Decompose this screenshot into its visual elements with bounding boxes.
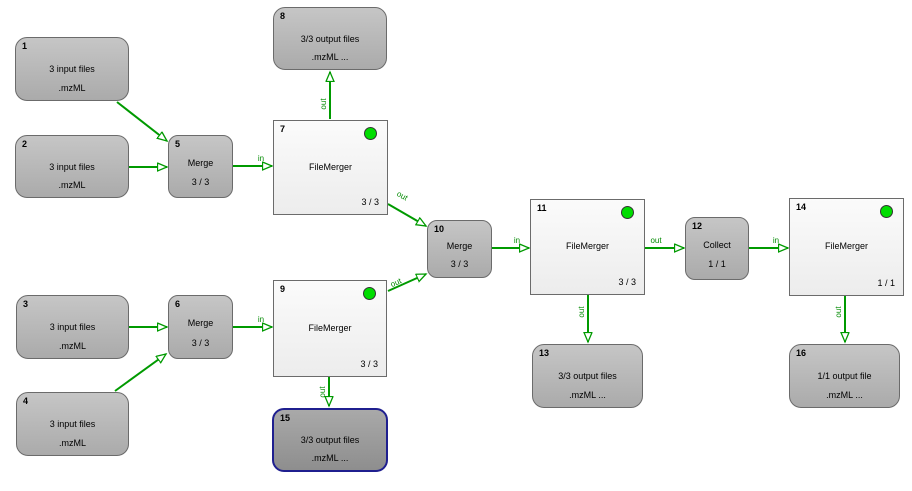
output-files-node-15[interactable]: 15 3/3 output files .mzML ... (272, 408, 388, 472)
node-title: 3 input files (49, 419, 96, 430)
edge-label-7-8: out (319, 98, 328, 110)
node-number: 2 (22, 139, 28, 149)
node-title: FileMerger (308, 161, 352, 172)
node-subtitle: 3 / 3 (191, 338, 210, 349)
node-title: Merge (446, 241, 473, 252)
node-number: 7 (280, 124, 286, 134)
node-subtitle: .mzML ... (826, 389, 863, 400)
node-title: FileMerger (824, 241, 868, 252)
node-subtitle: .mzML ... (311, 453, 349, 464)
node-number: 6 (175, 299, 181, 309)
node-title: FileMerger (565, 241, 609, 252)
progress-count: 3 / 3 (360, 359, 378, 369)
node-subtitle: 3 / 3 (191, 177, 210, 188)
node-title: 3/3 output files (558, 371, 617, 382)
edge-label-7-10: out (395, 189, 410, 203)
input-files-node-3[interactable]: 3 3 input files .mzML (16, 295, 129, 359)
node-number: 10 (434, 224, 445, 234)
node-number: 3 (23, 299, 29, 309)
edge-1-5[interactable] (116, 101, 167, 141)
node-number: 8 (280, 11, 286, 21)
node-title: Collect (703, 239, 731, 250)
edge-9-10[interactable] (387, 273, 426, 292)
node-number: 14 (796, 202, 807, 212)
progress-count: 3 / 3 (361, 197, 379, 207)
edge-label-12-14: in (773, 236, 779, 245)
edge-label-9-15: out (318, 386, 327, 398)
edge-label-9-10: out (389, 276, 404, 289)
node-number: 13 (539, 348, 550, 358)
edge-label-6-9: in (258, 315, 264, 324)
node-number: 4 (23, 396, 29, 406)
node-subtitle: .mzML ... (569, 389, 606, 400)
output-files-node-8[interactable]: 8 3/3 output files .mzML ... (273, 7, 387, 70)
node-title: 3 input files (49, 322, 96, 333)
node-title: 3/3 output files (300, 435, 360, 446)
input-files-node-4[interactable]: 4 3 input files .mzML (16, 392, 129, 456)
node-subtitle: .mzML (59, 340, 86, 351)
node-subtitle: .mzML ... (311, 51, 349, 62)
node-number: 9 (280, 284, 286, 294)
status-finished-icon (364, 127, 377, 140)
edge-label-5-7: in (258, 154, 264, 163)
output-files-node-13[interactable]: 13 3/3 output files .mzML ... (532, 344, 643, 408)
edge-4-6[interactable] (114, 354, 166, 392)
node-subtitle: .mzML (58, 82, 86, 93)
node-title: Merge (187, 157, 214, 168)
node-number: 15 (280, 413, 291, 423)
progress-count: 1 / 1 (877, 278, 895, 288)
output-files-node-16[interactable]: 16 1/1 output file .mzML ... (789, 344, 900, 408)
node-subtitle: 1 / 1 (708, 259, 726, 270)
status-finished-icon (621, 206, 634, 219)
edge-label-14-16: out (834, 306, 843, 318)
node-subtitle: .mzML (58, 179, 86, 190)
progress-count: 3 / 3 (618, 277, 636, 287)
node-number: 1 (22, 41, 28, 51)
edge-label-10-11: in (514, 236, 520, 245)
status-finished-icon (880, 205, 893, 218)
node-number: 12 (692, 221, 703, 231)
node-number: 5 (175, 139, 181, 149)
input-files-node-2[interactable]: 2 3 input files .mzML (15, 135, 129, 198)
node-number: 16 (796, 348, 807, 358)
node-title: Merge (187, 318, 214, 329)
edge-7-10[interactable] (387, 203, 426, 227)
node-title: 3 input files (49, 64, 95, 75)
node-title: 1/1 output file (817, 371, 872, 382)
node-title: FileMerger (308, 322, 352, 333)
node-number: 11 (537, 203, 547, 213)
input-files-node-1[interactable]: 1 3 input files .mzML (15, 37, 129, 101)
status-finished-icon (363, 287, 376, 300)
node-title: 3/3 output files (300, 33, 360, 44)
node-subtitle: .mzML (59, 437, 86, 448)
node-subtitle: 3 / 3 (450, 259, 469, 270)
edge-label-11-12: out (650, 236, 662, 245)
node-title: 3 input files (49, 161, 95, 172)
edge-label-11-13: out (577, 306, 586, 318)
